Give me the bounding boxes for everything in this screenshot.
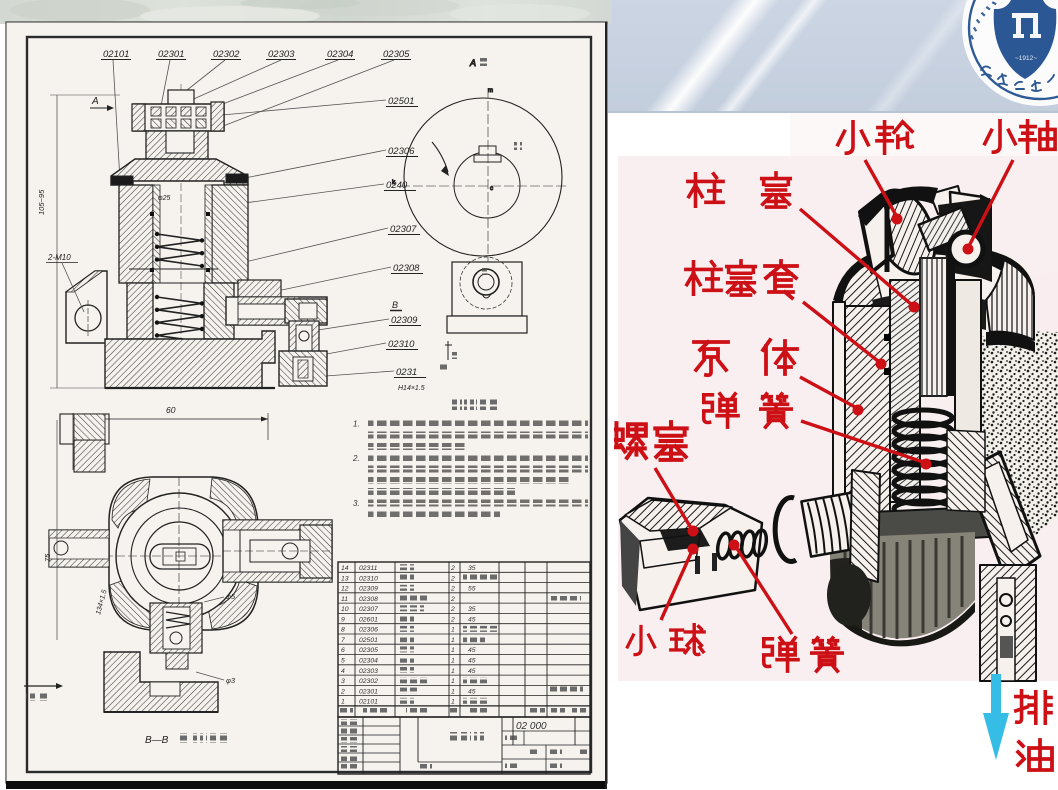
- svg-text:3.: 3.: [353, 499, 360, 508]
- svg-text:2: 2: [450, 575, 455, 582]
- svg-text:φ5: φ5: [226, 592, 236, 601]
- svg-text:35: 35: [468, 606, 476, 613]
- svg-text:02306: 02306: [388, 146, 415, 157]
- svg-text:02310: 02310: [359, 575, 378, 582]
- svg-text:02305: 02305: [359, 647, 378, 654]
- svg-text:02101: 02101: [103, 49, 129, 60]
- svg-text:02501: 02501: [388, 96, 414, 107]
- svg-text:02309: 02309: [359, 586, 378, 593]
- svg-text:1: 1: [451, 647, 455, 654]
- svg-text:02304: 02304: [359, 658, 378, 665]
- svg-text:45: 45: [468, 647, 476, 654]
- svg-text:02309: 02309: [391, 315, 418, 326]
- svg-text:B: B: [392, 300, 398, 310]
- svg-text:2: 2: [450, 565, 455, 572]
- svg-text:2: 2: [450, 596, 455, 603]
- svg-text:5: 5: [341, 658, 345, 665]
- svg-text:02301: 02301: [359, 688, 378, 695]
- svg-text:A: A: [469, 58, 476, 68]
- svg-text:3: 3: [341, 678, 345, 685]
- svg-text:02501: 02501: [359, 637, 378, 644]
- svg-text:02304: 02304: [327, 49, 353, 60]
- svg-text:11: 11: [341, 596, 348, 603]
- svg-text:12: 12: [341, 586, 349, 593]
- svg-text:02601: 02601: [359, 616, 378, 623]
- svg-text:1: 1: [451, 678, 455, 685]
- svg-text:1: 1: [451, 627, 455, 634]
- svg-text:55: 55: [468, 586, 476, 593]
- svg-text:φ3: φ3: [226, 676, 236, 685]
- svg-text:B—B: B—B: [145, 735, 169, 746]
- svg-text:1: 1: [451, 668, 455, 675]
- svg-text:2: 2: [450, 616, 455, 623]
- svg-text:2: 2: [450, 586, 455, 593]
- svg-text:105~95: 105~95: [37, 189, 46, 215]
- svg-text:35: 35: [468, 565, 476, 572]
- svg-text:02305: 02305: [383, 49, 410, 60]
- svg-text:13: 13: [341, 575, 349, 582]
- svg-text:60: 60: [166, 405, 176, 415]
- svg-text:φ25: φ25: [158, 195, 170, 202]
- svg-text:1: 1: [451, 637, 455, 644]
- svg-text:02308: 02308: [359, 596, 378, 603]
- svg-text:0231: 0231: [396, 367, 417, 378]
- svg-text:02302: 02302: [213, 49, 240, 60]
- svg-text:02303: 02303: [268, 49, 295, 60]
- svg-text:2.: 2.: [352, 454, 360, 463]
- svg-text:02307: 02307: [390, 224, 417, 235]
- svg-text:45: 45: [468, 616, 476, 623]
- svg-text:2-M10: 2-M10: [47, 253, 71, 262]
- svg-text:0240: 0240: [386, 180, 408, 191]
- svg-text:02303: 02303: [359, 668, 378, 675]
- svg-text:02306: 02306: [359, 627, 378, 634]
- svg-text:1: 1: [341, 699, 345, 706]
- svg-text:02308: 02308: [393, 263, 420, 274]
- svg-text:~1912~: ~1912~: [1015, 55, 1037, 62]
- svg-text:A: A: [91, 96, 99, 107]
- svg-text:6: 6: [341, 647, 345, 654]
- svg-text:1: 1: [451, 699, 455, 706]
- svg-text:45: 45: [468, 688, 476, 695]
- svg-text:75: 75: [43, 553, 52, 562]
- svg-text:2: 2: [340, 688, 345, 695]
- svg-text:c: c: [490, 186, 493, 192]
- svg-text:1.: 1.: [353, 420, 360, 429]
- svg-text:45: 45: [468, 658, 476, 665]
- svg-text:14: 14: [341, 565, 349, 572]
- svg-text:7: 7: [341, 637, 345, 644]
- svg-text:02310: 02310: [388, 339, 415, 350]
- svg-text:m: m: [488, 88, 493, 94]
- svg-text:02302: 02302: [359, 678, 378, 685]
- svg-text:4: 4: [341, 668, 345, 675]
- svg-text:9: 9: [341, 616, 345, 623]
- svg-text:1: 1: [451, 688, 455, 695]
- svg-text:10: 10: [341, 606, 349, 613]
- svg-text:8: 8: [341, 627, 345, 634]
- svg-text:02301: 02301: [158, 49, 184, 60]
- svg-text:02 000: 02 000: [516, 721, 547, 732]
- svg-text:2: 2: [450, 606, 455, 613]
- svg-text:1: 1: [451, 658, 455, 665]
- svg-text:02307: 02307: [359, 606, 378, 613]
- svg-text:k: k: [392, 180, 396, 186]
- svg-text:02311: 02311: [359, 565, 378, 572]
- svg-text:H14×1.5: H14×1.5: [398, 385, 425, 392]
- svg-text:45: 45: [468, 668, 476, 675]
- svg-text:02101: 02101: [359, 699, 378, 706]
